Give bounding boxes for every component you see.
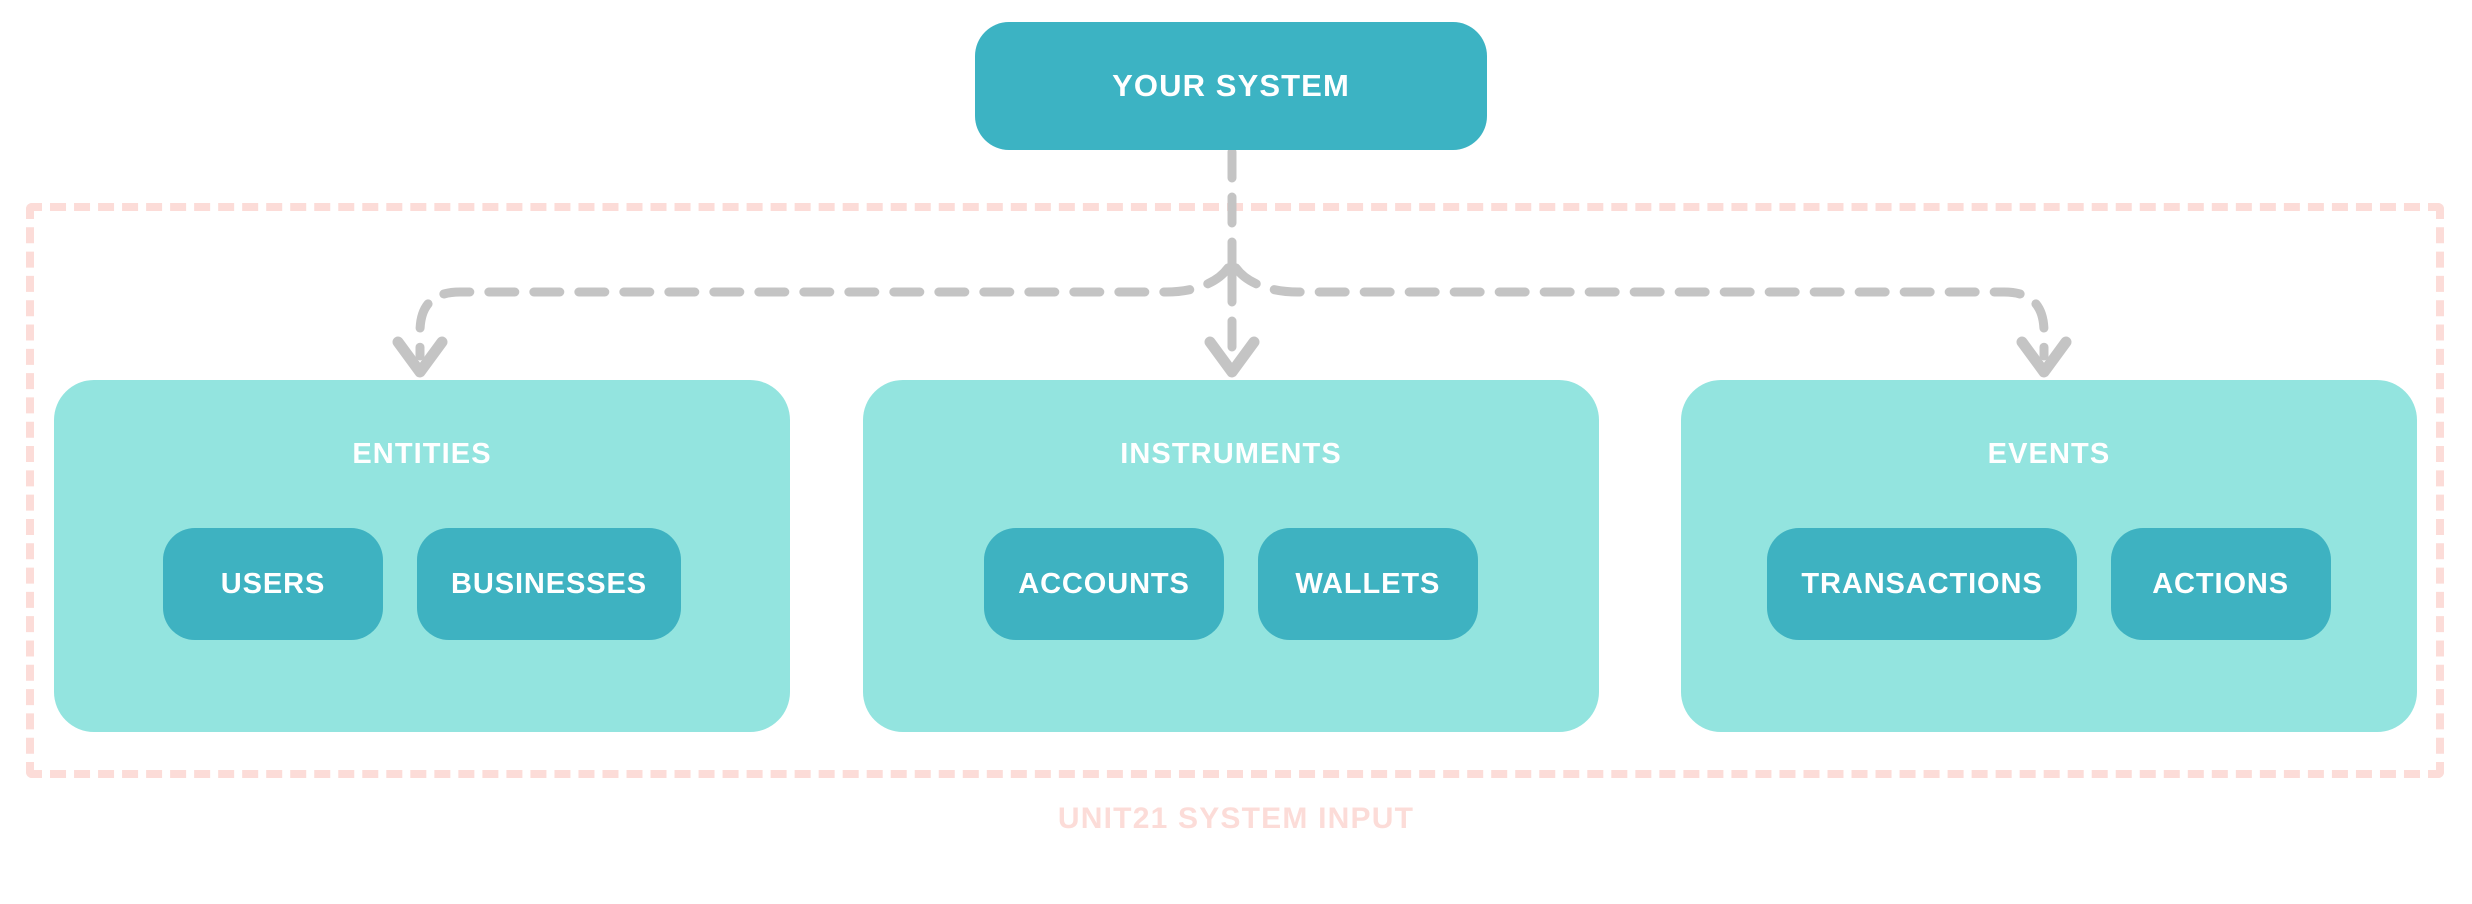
item-label-users: USERS bbox=[220, 567, 326, 600]
item-pill-transactions[interactable]: TRANSACTIONS bbox=[1767, 528, 2077, 640]
item-label-wallets: WALLETS bbox=[1295, 567, 1441, 600]
item-pill-actions[interactable]: ACTIONS bbox=[2110, 528, 2331, 640]
item-label-transactions: TRANSACTIONS bbox=[1801, 567, 2043, 600]
unit21-system-input-caption: UNIT21 SYSTEM INPUT bbox=[1057, 802, 1415, 835]
group-items-instruments: ACCOUNTS WALLETS bbox=[863, 528, 1599, 640]
item-label-actions: ACTIONS bbox=[2152, 567, 2289, 600]
item-label-businesses: BUSINESSES bbox=[451, 567, 647, 600]
item-pill-businesses[interactable]: BUSINESSES bbox=[417, 528, 681, 640]
item-label-accounts: ACCOUNTS bbox=[1018, 567, 1190, 600]
item-pill-wallets[interactable]: WALLETS bbox=[1257, 528, 1478, 640]
group-box-instruments[interactable]: INSTRUMENTS ACCOUNTS WALLETS bbox=[863, 380, 1599, 732]
your-system-label: YOUR SYSTEM bbox=[1112, 68, 1350, 103]
group-box-events[interactable]: EVENTS TRANSACTIONS ACTIONS bbox=[1681, 380, 2417, 732]
group-title-events: EVENTS bbox=[1987, 438, 2111, 470]
group-title-instruments: INSTRUMENTS bbox=[1120, 438, 1342, 470]
your-system-node[interactable]: YOUR SYSTEM bbox=[975, 22, 1487, 150]
item-pill-users[interactable]: USERS bbox=[163, 528, 384, 640]
group-items-entities: USERS BUSINESSES bbox=[54, 528, 790, 640]
item-pill-accounts[interactable]: ACCOUNTS bbox=[984, 528, 1224, 640]
group-box-entities[interactable]: ENTITIES USERS BUSINESSES bbox=[54, 380, 790, 732]
group-items-events: TRANSACTIONS ACTIONS bbox=[1681, 528, 2417, 640]
group-title-entities: ENTITIES bbox=[352, 438, 492, 470]
